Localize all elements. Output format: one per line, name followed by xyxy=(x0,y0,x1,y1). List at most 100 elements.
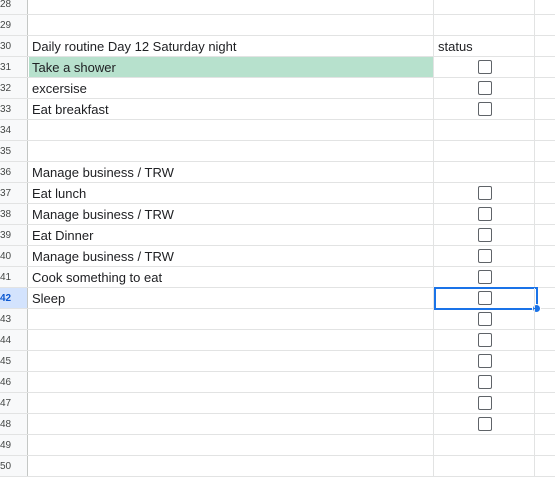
cell-status[interactable] xyxy=(435,0,535,14)
cell-task[interactable] xyxy=(29,141,434,161)
row-header[interactable]: 49 xyxy=(0,435,28,455)
cell-empty[interactable] xyxy=(536,99,555,119)
cell-task[interactable] xyxy=(29,309,434,329)
status-checkbox[interactable] xyxy=(478,81,492,95)
status-checkbox[interactable] xyxy=(478,417,492,431)
row-header[interactable]: 28 xyxy=(0,0,28,14)
cell-empty[interactable] xyxy=(536,309,555,329)
cell-task[interactable] xyxy=(29,15,434,35)
cell-empty[interactable] xyxy=(536,330,555,350)
cell-task[interactable]: Cook something to eat xyxy=(29,267,434,287)
cell-empty[interactable] xyxy=(536,120,555,140)
cell-status[interactable] xyxy=(435,309,535,329)
status-checkbox[interactable] xyxy=(478,291,492,305)
cell-empty[interactable] xyxy=(536,246,555,266)
row-header[interactable]: 44 xyxy=(0,330,28,350)
status-checkbox[interactable] xyxy=(478,60,492,74)
status-checkbox[interactable] xyxy=(478,207,492,221)
status-checkbox[interactable] xyxy=(478,186,492,200)
row-header[interactable]: 45 xyxy=(0,351,28,371)
cell-empty[interactable] xyxy=(536,225,555,245)
cell-status[interactable] xyxy=(435,15,535,35)
cell-status[interactable] xyxy=(435,204,535,224)
cell-task[interactable] xyxy=(29,351,434,371)
cell-status[interactable] xyxy=(435,288,535,308)
cell-empty[interactable] xyxy=(536,36,555,56)
cell-status[interactable] xyxy=(435,267,535,287)
row-header[interactable]: 36 xyxy=(0,162,28,182)
cell-empty[interactable] xyxy=(536,57,555,77)
cell-status[interactable] xyxy=(435,456,535,476)
cell-status[interactable] xyxy=(435,372,535,392)
row-header[interactable]: 43 xyxy=(0,309,28,329)
status-checkbox[interactable] xyxy=(478,228,492,242)
row-header[interactable]: 31 xyxy=(0,57,28,77)
row-header[interactable]: 39 xyxy=(0,225,28,245)
row-header[interactable]: 37 xyxy=(0,183,28,203)
row-header[interactable]: 42 xyxy=(0,288,28,308)
row-header[interactable]: 50 xyxy=(0,456,28,476)
cell-task[interactable]: Eat Dinner xyxy=(29,225,434,245)
row-header[interactable]: 38 xyxy=(0,204,28,224)
row-header[interactable]: 46 xyxy=(0,372,28,392)
cell-task[interactable]: Daily routine Day 12 Saturday night xyxy=(29,36,434,56)
cell-empty[interactable] xyxy=(536,267,555,287)
row-header[interactable]: 29 xyxy=(0,15,28,35)
cell-task[interactable] xyxy=(29,372,434,392)
cell-task[interactable] xyxy=(29,330,434,350)
status-checkbox[interactable] xyxy=(478,375,492,389)
status-checkbox[interactable] xyxy=(478,249,492,263)
cell-task[interactable] xyxy=(29,414,434,434)
cell-status[interactable] xyxy=(435,330,535,350)
cell-task[interactable] xyxy=(29,456,434,476)
status-checkbox[interactable] xyxy=(478,312,492,326)
row-header[interactable]: 40 xyxy=(0,246,28,266)
row-header[interactable]: 34 xyxy=(0,120,28,140)
cell-empty[interactable] xyxy=(536,435,555,455)
cell-status[interactable] xyxy=(435,162,535,182)
cell-status[interactable] xyxy=(435,225,535,245)
cell-status[interactable] xyxy=(435,414,535,434)
row-header[interactable]: 35 xyxy=(0,141,28,161)
cell-status[interactable] xyxy=(435,120,535,140)
status-checkbox[interactable] xyxy=(478,270,492,284)
cell-task[interactable] xyxy=(29,0,434,14)
cell-task[interactable]: Eat breakfast xyxy=(29,99,434,119)
cell-task[interactable] xyxy=(29,393,434,413)
cell-empty[interactable] xyxy=(536,183,555,203)
cell-status[interactable] xyxy=(435,351,535,371)
cell-empty[interactable] xyxy=(536,78,555,98)
cell-empty[interactable] xyxy=(536,414,555,434)
cell-task[interactable]: excersise xyxy=(29,78,434,98)
status-checkbox[interactable] xyxy=(478,396,492,410)
row-header[interactable]: 30 xyxy=(0,36,28,56)
cell-empty[interactable] xyxy=(536,162,555,182)
cell-empty[interactable] xyxy=(536,456,555,476)
status-checkbox[interactable] xyxy=(478,354,492,368)
status-checkbox[interactable] xyxy=(478,333,492,347)
cell-task[interactable]: Take a shower xyxy=(29,57,434,77)
cell-status[interactable]: status xyxy=(435,36,535,56)
cell-status[interactable] xyxy=(435,57,535,77)
cell-empty[interactable] xyxy=(536,204,555,224)
cell-empty[interactable] xyxy=(536,15,555,35)
cell-status[interactable] xyxy=(435,99,535,119)
cell-status[interactable] xyxy=(435,183,535,203)
cell-task[interactable]: Manage business / TRW xyxy=(29,162,434,182)
cell-empty[interactable] xyxy=(536,393,555,413)
cell-status[interactable] xyxy=(435,78,535,98)
row-header[interactable]: 48 xyxy=(0,414,28,434)
cell-empty[interactable] xyxy=(536,0,555,14)
cell-task[interactable] xyxy=(29,435,434,455)
row-header[interactable]: 32 xyxy=(0,78,28,98)
cell-task[interactable] xyxy=(29,120,434,140)
cell-empty[interactable] xyxy=(536,372,555,392)
cell-empty[interactable] xyxy=(536,288,555,308)
row-header[interactable]: 33 xyxy=(0,99,28,119)
cell-task[interactable]: Manage business / TRW xyxy=(29,246,434,266)
cell-task[interactable]: Sleep xyxy=(29,288,434,308)
cell-status[interactable] xyxy=(435,393,535,413)
row-header[interactable]: 41 xyxy=(0,267,28,287)
cell-task[interactable]: Eat lunch xyxy=(29,183,434,203)
cell-task[interactable]: Manage business / TRW xyxy=(29,204,434,224)
